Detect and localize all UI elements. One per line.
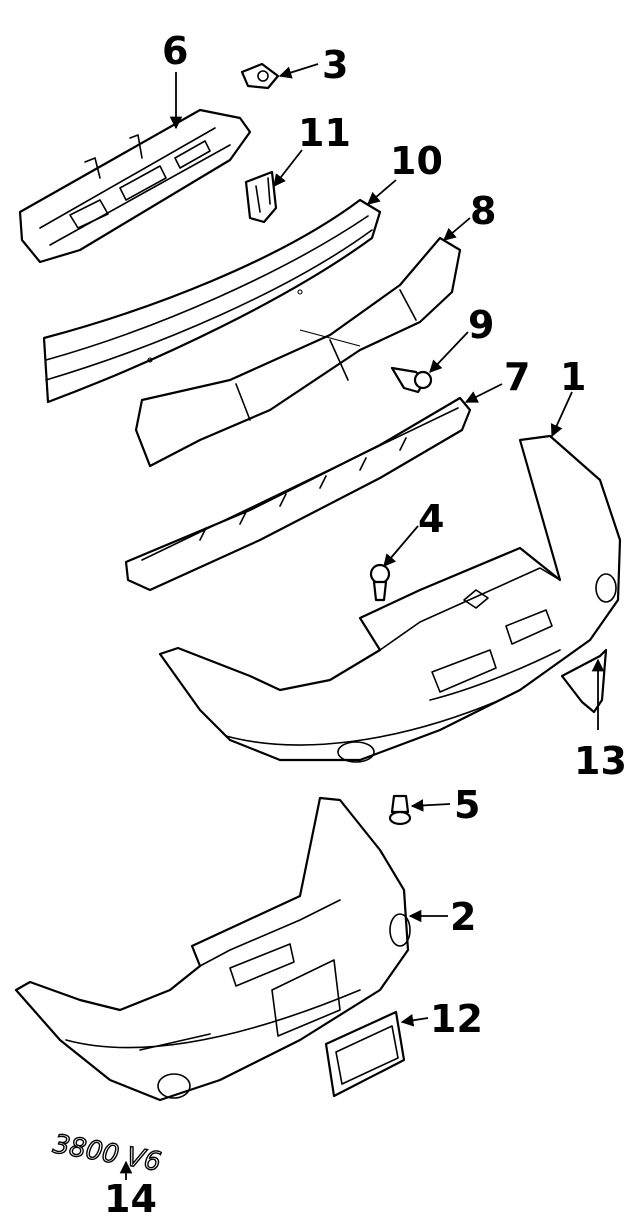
callout-3: 3	[322, 43, 348, 87]
part-8-absorber	[134, 236, 462, 468]
callout-2: 2	[450, 895, 476, 939]
part-13-panel	[560, 648, 608, 714]
callout-10: 10	[390, 139, 443, 183]
callout-6: 6	[162, 29, 188, 73]
callout-5: 5	[454, 783, 480, 827]
emblem-text: 3800 V6	[51, 1129, 163, 1177]
callout-7: 7	[504, 355, 530, 399]
part-10-impact-bar	[42, 198, 382, 404]
callout-1: 1	[560, 355, 586, 399]
callout-labels: 6 3 11 10 8 9 7 1 4 5 13 2 12 14	[104, 29, 627, 1221]
callout-14: 14	[104, 1177, 157, 1221]
callout-8: 8	[470, 189, 496, 233]
part-14-emblem: 3800 V6	[50, 1129, 164, 1179]
part-9-pin	[390, 366, 433, 394]
callout-11: 11	[298, 111, 351, 155]
leader-lines	[119, 63, 605, 1180]
callout-4: 4	[418, 497, 444, 541]
part-3-clip	[240, 62, 280, 90]
part-2-bumper-cover	[14, 796, 411, 1102]
part-1-bumper-cover	[158, 434, 622, 763]
part-5-retainer	[388, 794, 412, 826]
part-7-retainer	[124, 396, 472, 592]
part-11-clip	[244, 170, 278, 224]
part-6-bracket	[18, 108, 252, 264]
callout-12: 12	[430, 997, 483, 1041]
callout-13: 13	[574, 739, 627, 783]
part-12-license-bracket	[324, 1010, 406, 1098]
part-4-retainer	[369, 563, 391, 602]
callout-9: 9	[468, 303, 494, 347]
